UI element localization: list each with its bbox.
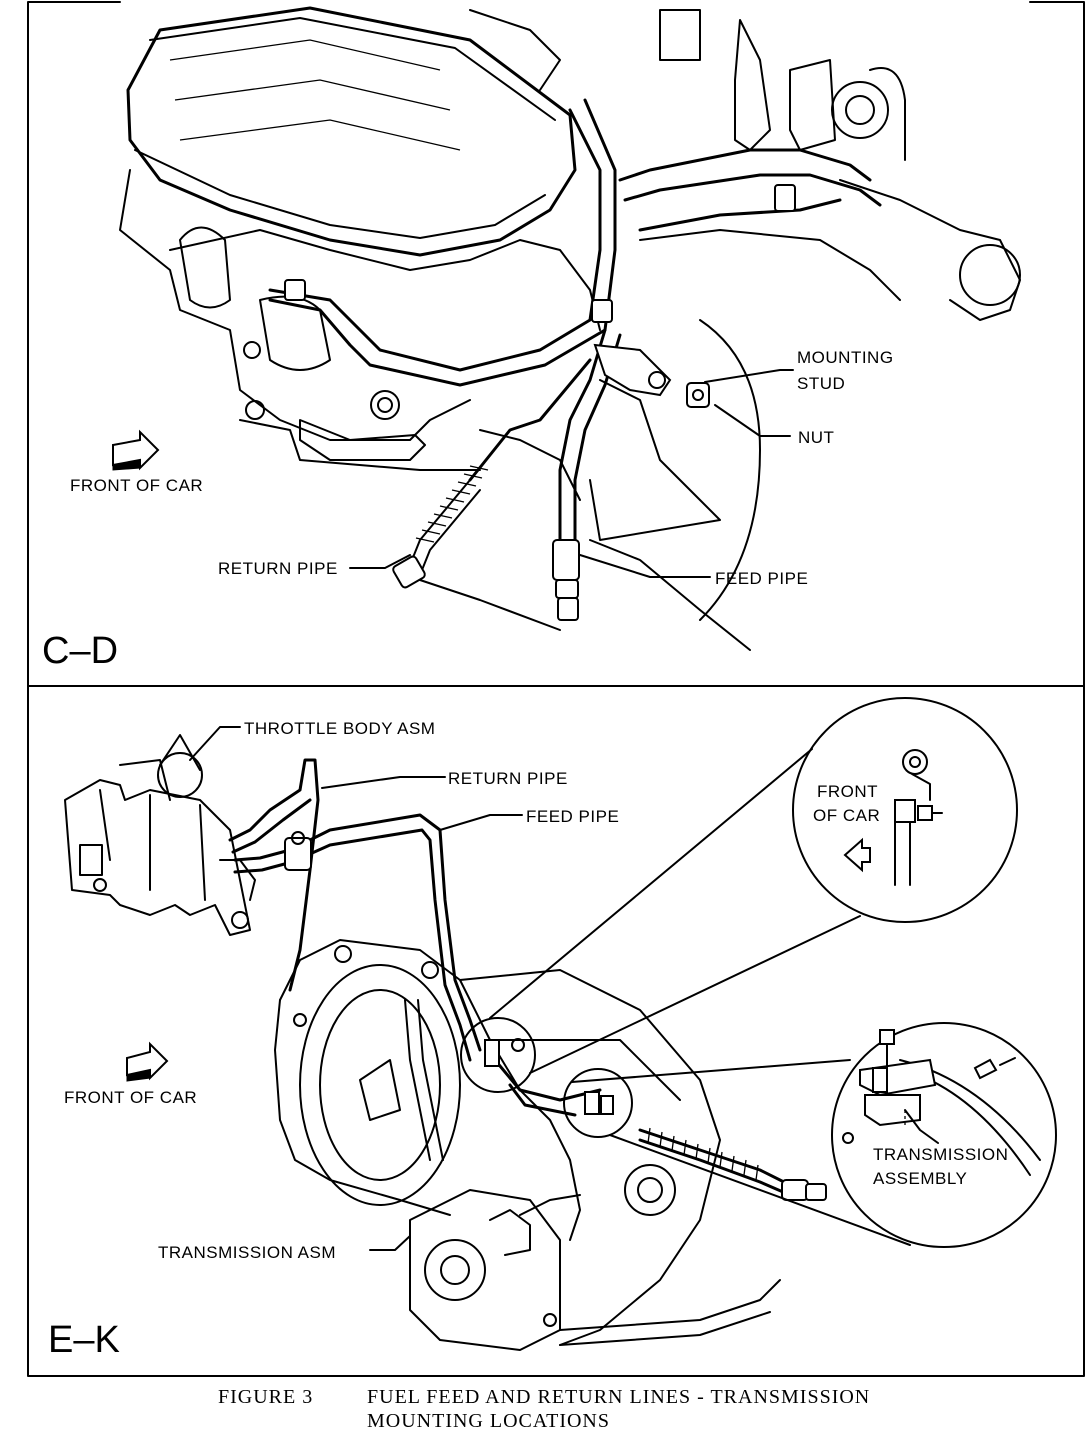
return-pipe-label-top: RETURN PIPE (218, 559, 338, 578)
throttle-body-label: THROTTLE BODY ASM (244, 719, 435, 738)
bottom-fuel-pipes (228, 758, 827, 1201)
detail-front-label: FRONT (817, 782, 878, 801)
figure-number: FIGURE 3 (218, 1386, 313, 1408)
transmission-assembly-label: TRANSMISSION (873, 1145, 1008, 1164)
detail-lower (563, 1022, 1057, 1248)
detail-upper (460, 697, 1018, 1093)
nut-label: NUT (798, 428, 834, 447)
detail-front-label-line2: OF CAR (813, 806, 880, 825)
feed-pipe-label-top: FEED PIPE (715, 569, 808, 588)
throttle-body-drawing (64, 734, 256, 936)
front-of-car-label-top: FRONT OF CAR (70, 476, 203, 495)
figure-caption-line1: FUEL FEED AND RETURN LINES - TRANSMISSIO… (367, 1386, 870, 1408)
return-pipe-fitting (392, 465, 489, 589)
transmission-assembly-label-line2: ASSEMBLY (873, 1169, 967, 1188)
front-of-car-arrow-top (112, 429, 160, 471)
feed-pipe-label-bottom: FEED PIPE (526, 807, 619, 826)
bottom-leader-lines (189, 726, 939, 1251)
mounting-stud-label: MOUNTING (797, 348, 894, 367)
section-label-cd: C–D (42, 630, 118, 672)
mounting-stud-label-line2: STUD (797, 374, 845, 393)
transmission-drawing (274, 939, 781, 1351)
figure-caption-line2: MOUNTING LOCATIONS (367, 1410, 610, 1432)
top-fuel-pipes (268, 98, 882, 542)
return-pipe-label-bottom: RETURN PIPE (448, 769, 568, 788)
section-label-ek: E–K (48, 1319, 120, 1361)
transmission-asm-label: TRANSMISSION ASM (158, 1243, 336, 1262)
top-leader-lines (349, 369, 794, 578)
figure-border (27, 1, 1085, 1377)
front-of-car-label-bottom: FRONT OF CAR (64, 1088, 197, 1107)
feed-pipe-fitting (552, 539, 580, 621)
front-of-car-arrow-bottom (126, 1041, 169, 1082)
